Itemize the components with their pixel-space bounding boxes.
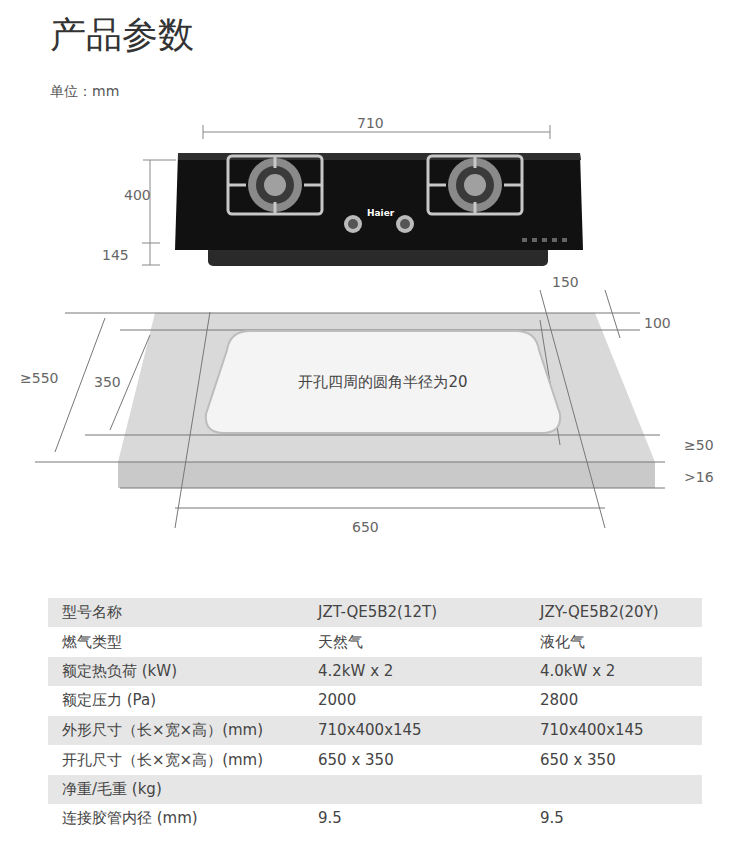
table-cell: 额定压力 (Pa) [62,691,156,709]
cutout-hole: 开孔四周的圆角半径为20 [198,330,568,434]
table-cell: 型号名称 [62,603,122,621]
dimension: 650 [352,518,379,536]
table-cell: 外形尺寸（长×宽×高）(mm) [62,721,263,739]
table-cell: 650 x 350 [540,751,616,769]
dimension: ≥550 [20,369,58,387]
table-row [48,686,702,715]
table-cell: 9.5 [540,809,564,827]
table-cell: 天然气 [318,633,363,651]
dimension: 145 [102,246,129,264]
table-cell: 4.0kW x 2 [540,662,615,680]
page-title: 产品参数 [50,14,194,56]
table-row [48,628,702,657]
table-cell: 2800 [540,691,578,709]
dimension: 400 [124,186,151,204]
table-cell: 650 x 350 [318,751,394,769]
table-cell: 4.2kW x 2 [318,662,393,680]
table-cell: 净重/毛重 (kg) [62,780,162,798]
cutout-dimension-lines [35,290,665,528]
dimension: 350 [94,373,121,391]
table-cell: JZY-QE5B2(20Y) [540,603,659,621]
dimension: ≥50 [684,436,714,454]
cutout-note: 开孔四周的圆角半径为20 [298,373,467,391]
table-cell: 9.5 [318,809,342,827]
table-cell: 液化气 [540,633,585,651]
dimension: 710 [357,114,384,132]
table-row [48,746,702,775]
table-row [48,775,702,804]
table-cell: 连接胶管内径 (mm) [62,809,198,827]
table-cell: 710x400x145 [318,721,422,739]
table-cell: 710x400x145 [540,721,644,739]
table-row [48,716,702,745]
dimension: >16 [684,468,714,486]
table-cell: 燃气类型 [62,633,122,651]
table-row [48,657,702,686]
dimension: 150 [552,273,579,291]
unit-note: 单位：mm [50,82,119,100]
dimension: 100 [644,314,671,332]
brand-logo: Haier [367,208,394,218]
cooktop [175,153,583,266]
table-cell: 开孔尺寸（长×宽×高）(mm) [62,751,263,769]
table-row [48,804,702,833]
table-cell: 2000 [318,691,356,709]
table-cell: 额定热负荷 (kW) [62,662,177,680]
table-cell: JZT-QE5B2(12T) [318,603,437,621]
table-row [48,598,702,627]
